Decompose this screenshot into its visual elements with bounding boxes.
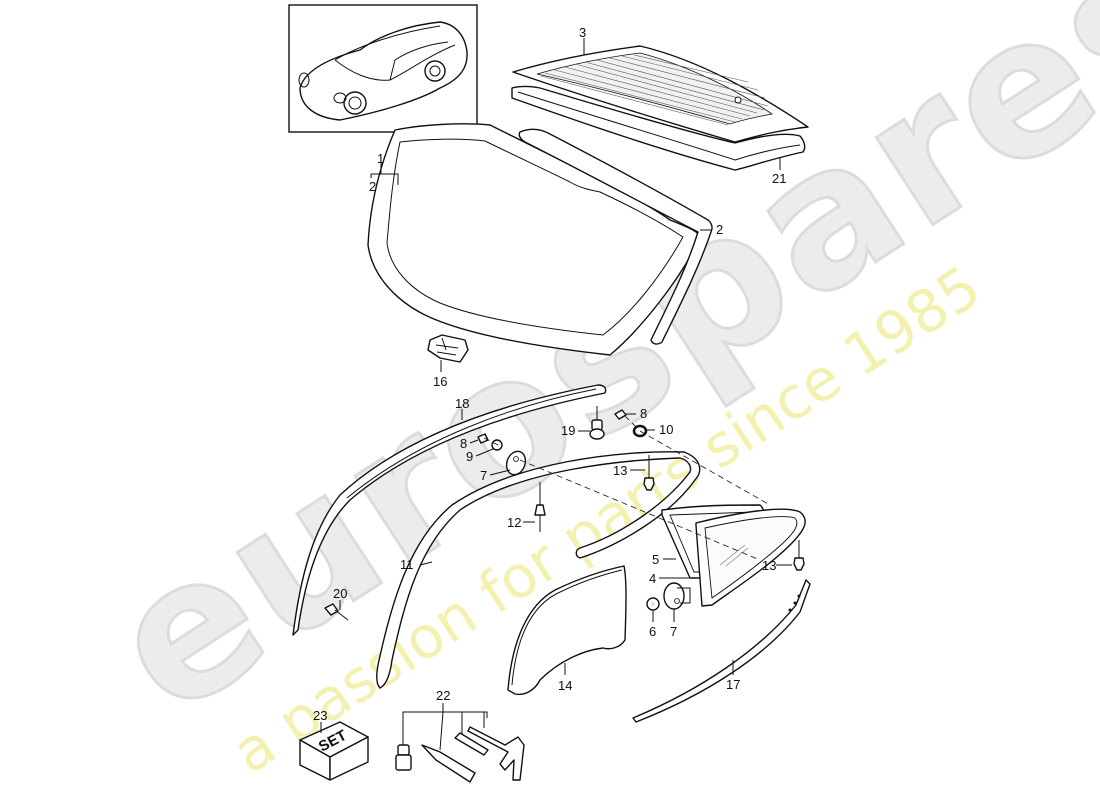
callout-18[interactable]: 18 <box>455 396 469 411</box>
clip-12 <box>534 482 546 532</box>
callout-23[interactable]: 23 <box>313 708 327 723</box>
roof-frame-seal <box>375 451 701 689</box>
callout-2b[interactable]: 2 <box>716 222 723 237</box>
cap-7-left <box>505 450 527 476</box>
callout-10[interactable]: 10 <box>659 422 673 437</box>
adhesive-kit <box>395 703 525 783</box>
trim-strip <box>632 579 811 723</box>
callout-7a[interactable]: 7 <box>480 468 487 483</box>
callout-20[interactable]: 20 <box>333 586 347 601</box>
callouts: 1 2 2 3 4 5 6 7 7 8 8 9 10 11 12 13 13 1… <box>313 25 786 723</box>
cap-7-right <box>663 582 685 610</box>
callout-12[interactable]: 12 <box>507 515 521 530</box>
callout-7b[interactable]: 7 <box>670 624 677 639</box>
screw-8-right <box>614 409 627 420</box>
rear-window <box>512 45 809 143</box>
windshield <box>367 123 701 356</box>
mirror-base <box>427 334 469 363</box>
washer-6 <box>646 597 660 611</box>
rear-window-seal <box>511 85 806 171</box>
hardware <box>324 406 805 621</box>
callout-19[interactable]: 19 <box>561 423 575 438</box>
callout-4[interactable]: 4 <box>649 571 656 586</box>
vehicle-thumbnail <box>288 4 478 133</box>
callout-21[interactable]: 21 <box>772 171 786 186</box>
callout-6[interactable]: 6 <box>649 624 656 639</box>
callout-8b[interactable]: 8 <box>640 406 647 421</box>
clip-13-upper <box>643 455 655 491</box>
callout-17[interactable]: 17 <box>726 677 740 692</box>
set-box: SET <box>299 721 369 781</box>
callout-8a[interactable]: 8 <box>460 436 467 451</box>
assembly-lines <box>483 415 771 561</box>
clip-20 <box>324 603 349 621</box>
windshield-seal <box>518 128 713 345</box>
callout-2a[interactable]: 2 <box>369 179 376 194</box>
callout-13a[interactable]: 13 <box>613 463 627 478</box>
a-pillar-trim <box>292 384 607 636</box>
rear-side-window <box>695 508 806 607</box>
callout-9[interactable]: 9 <box>466 449 473 464</box>
callout-5[interactable]: 5 <box>652 552 659 567</box>
callout-16[interactable]: 16 <box>433 374 447 389</box>
clip-13-lower <box>793 540 805 571</box>
callout-13b[interactable]: 13 <box>762 558 776 573</box>
washer-9 <box>491 439 503 451</box>
leader-lines <box>320 38 792 733</box>
callout-1[interactable]: 1 <box>377 151 384 166</box>
stud-19 <box>589 406 605 440</box>
callout-14[interactable]: 14 <box>558 678 572 693</box>
callout-22[interactable]: 22 <box>436 688 450 703</box>
callout-11[interactable]: 11 <box>400 557 414 572</box>
door-window <box>507 565 627 696</box>
callout-3[interactable]: 3 <box>579 25 586 40</box>
